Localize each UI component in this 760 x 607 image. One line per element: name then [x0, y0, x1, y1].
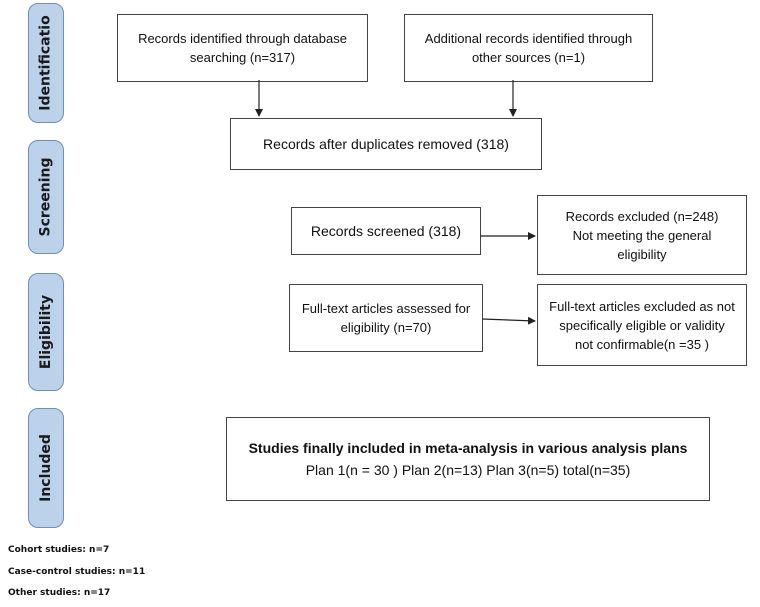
fulltext-excluded-line-2: specifically eligible or validity — [559, 317, 725, 333]
database-records-line-1: Records identified through database — [138, 31, 347, 46]
after-duplicates-text: Records after duplicates removed (318) — [263, 135, 509, 152]
fulltext-assessed-box: Full-text articles assessed for eligibil… — [289, 284, 483, 352]
fulltext-excluded-box: Full-text articles excluded as not speci… — [537, 284, 747, 366]
excluded-line-3: eligibility — [617, 246, 667, 262]
excluded-line-2: Not meeting the general — [572, 227, 712, 243]
stage-label-included: Included — [38, 434, 54, 502]
excluded-line-1: Records excluded (n=248) — [565, 208, 719, 224]
screened-text: Records screened (318) — [310, 222, 462, 239]
study-type-cohort: Cohort studies: n=7 — [8, 545, 110, 555]
database-records-line-2: searching (n=317) — [189, 50, 296, 65]
excluded-box: Records excluded (n=248) Not meeting the… — [537, 195, 747, 275]
stage-screening: Screening — [28, 140, 64, 254]
stage-identification: Identificatio — [28, 3, 64, 123]
additional-records-line-1: Additional records identified through — [424, 31, 633, 46]
database-records-box: Records identified through database sear… — [117, 14, 368, 82]
stage-included: Included — [28, 408, 64, 528]
fulltext-excluded-line-1: Full-text articles excluded as not — [549, 298, 735, 314]
stage-label-screening: Screening — [38, 157, 54, 237]
included-box: Studies finally included in meta-analysi… — [226, 417, 710, 501]
stage-eligibility: Eligibility — [28, 273, 64, 391]
included-detail: Plan 1(n = 30 ) Plan 2(n=13) Plan 3(n=5)… — [305, 461, 631, 478]
arrow-assessed-to-excluded — [481, 316, 536, 325]
study-type-case-control: Case-control studies: n=11 — [8, 567, 146, 577]
fulltext-assessed-line-2: eligibility (n=70) — [340, 320, 432, 335]
additional-records-box: Additional records identified through ot… — [404, 14, 653, 82]
stage-label-eligibility: Eligibility — [38, 294, 54, 370]
additional-records-line-2: other sources (n=1) — [471, 50, 586, 65]
fulltext-excluded-line-3: not confirmable(n =35 ) — [574, 336, 710, 352]
fulltext-assessed-line-1: Full-text articles assessed for — [301, 301, 471, 316]
after-duplicates-box: Records after duplicates removed (318) — [230, 118, 542, 170]
study-type-other: Other studies: n=17 — [8, 588, 111, 598]
screened-box: Records screened (318) — [291, 207, 481, 255]
stage-label-identification: Identificatio — [38, 15, 55, 111]
included-title: Studies finally included in meta-analysi… — [248, 439, 688, 456]
